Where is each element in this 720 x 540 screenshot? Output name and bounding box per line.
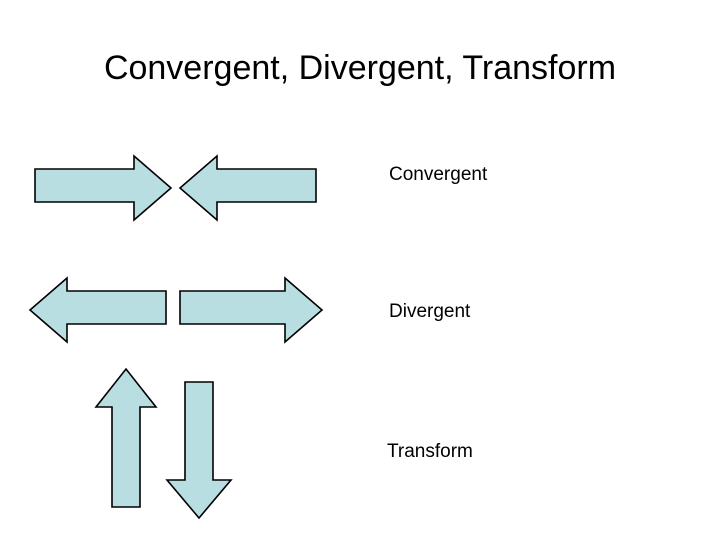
arrow-left-icon [28, 276, 167, 344]
arrow-right-shape [179, 276, 324, 344]
arrow-left-icon [178, 154, 317, 222]
arrow-right-shape [34, 154, 173, 222]
page-title: Convergent, Divergent, Transform [103, 49, 617, 87]
label-transform: Transform [387, 441, 473, 462]
arrow-left-shape [28, 276, 167, 344]
arrow-right-icon [179, 276, 324, 344]
arrow-down-shape [165, 381, 233, 520]
arrow-up-icon [94, 367, 158, 508]
arrow-left-shape [178, 154, 317, 222]
arrow-right-icon [34, 154, 173, 222]
arrow-up-shape [94, 367, 158, 508]
arrow-down-icon [165, 381, 233, 520]
label-divergent: Divergent [389, 301, 471, 322]
label-convergent: Convergent [389, 164, 488, 185]
